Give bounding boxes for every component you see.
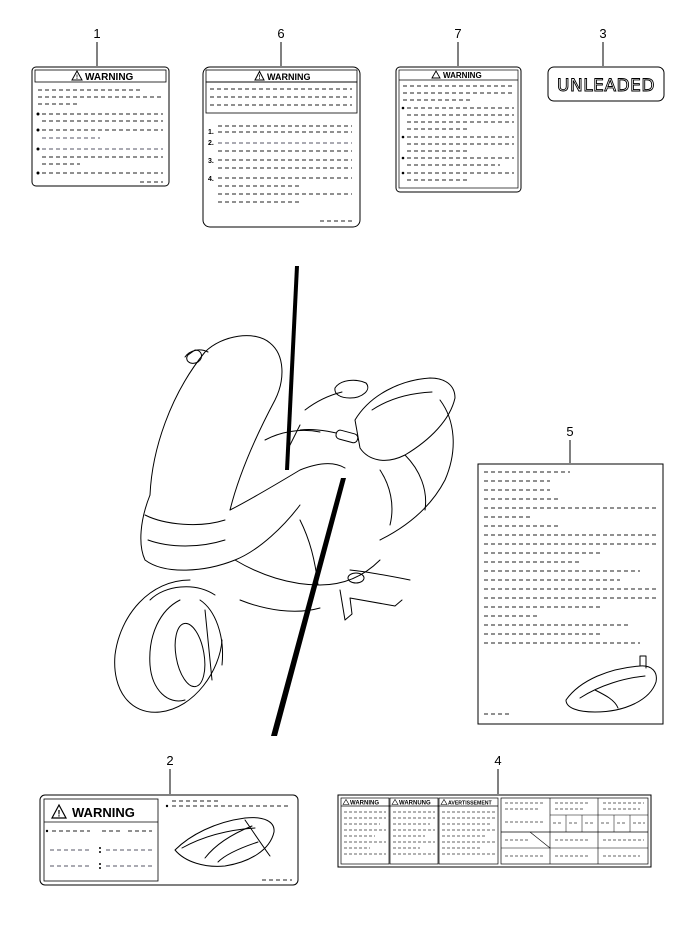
label-6-step-2: 2.: [208, 140, 214, 147]
warning-triangle-icon: !: [71, 69, 83, 81]
callout-2: 2: [166, 753, 173, 768]
label-6-title: WARNING: [267, 72, 311, 82]
label-1-header: [34, 69, 167, 83]
callout-5: 5: [566, 424, 573, 439]
warning-triangle-icon: !: [254, 70, 265, 81]
seat-illustration: [565, 655, 657, 713]
warning-label-1: [31, 66, 170, 187]
info-label-5: [477, 463, 664, 725]
label-3-group: 3 UNLEADED: [547, 26, 665, 102]
callout-4: 4: [494, 753, 501, 768]
label-1-title: WARNING: [85, 72, 134, 83]
warning-label-6: [202, 66, 361, 228]
seat-illustration: [174, 817, 275, 867]
label-4-group: 4 WARNING WARNUNG AVERTISSEMENT: [337, 753, 652, 868]
pointer-line-lower: [271, 478, 346, 736]
label-5-group: 5: [477, 424, 664, 725]
warning-label-7: [395, 66, 522, 193]
label-4-avertissement: AVERTISSEMENT: [448, 801, 493, 807]
pointer-line-upper: [285, 266, 299, 470]
warning-triangle-icon: [431, 70, 441, 79]
callout-6: 6: [277, 26, 284, 41]
label-4-warnung: WARNUNG: [399, 801, 431, 807]
label-1-group: 1 ! WARNING: [31, 26, 170, 187]
label-4-warning: WARNING: [350, 801, 379, 807]
label-7-group: 7 WARNING: [395, 26, 522, 193]
svg-text:!: !: [259, 75, 261, 81]
label-6-group: 6 ! WARNING 1. 2. 3. 4.: [202, 26, 361, 228]
warning-triangle-icon: [391, 798, 399, 805]
label-6-step-1: 1.: [208, 129, 214, 136]
callout-7: 7: [454, 26, 461, 41]
label-2-title: WARNING: [72, 805, 135, 820]
label-6-step-4: 4.: [208, 176, 214, 183]
warning-triangle-icon: [440, 798, 448, 805]
unleaded-label: [547, 66, 665, 102]
callout-3: 3: [599, 26, 606, 41]
label-7-title: WARNING: [443, 71, 482, 80]
warning-label-2: [39, 794, 299, 886]
label-6-step-3: 3.: [208, 158, 214, 165]
warning-triangle-icon: [342, 798, 350, 805]
unleaded-text: UNLEADED: [557, 76, 655, 96]
warning-triangle-icon: !: [50, 803, 68, 819]
svg-text:!: !: [58, 809, 61, 819]
label-2-group: 2 ! WARNING: [39, 753, 299, 886]
scooter-illustration: [114, 266, 456, 736]
callout-1: 1: [93, 26, 100, 41]
svg-text:!: !: [76, 75, 78, 81]
